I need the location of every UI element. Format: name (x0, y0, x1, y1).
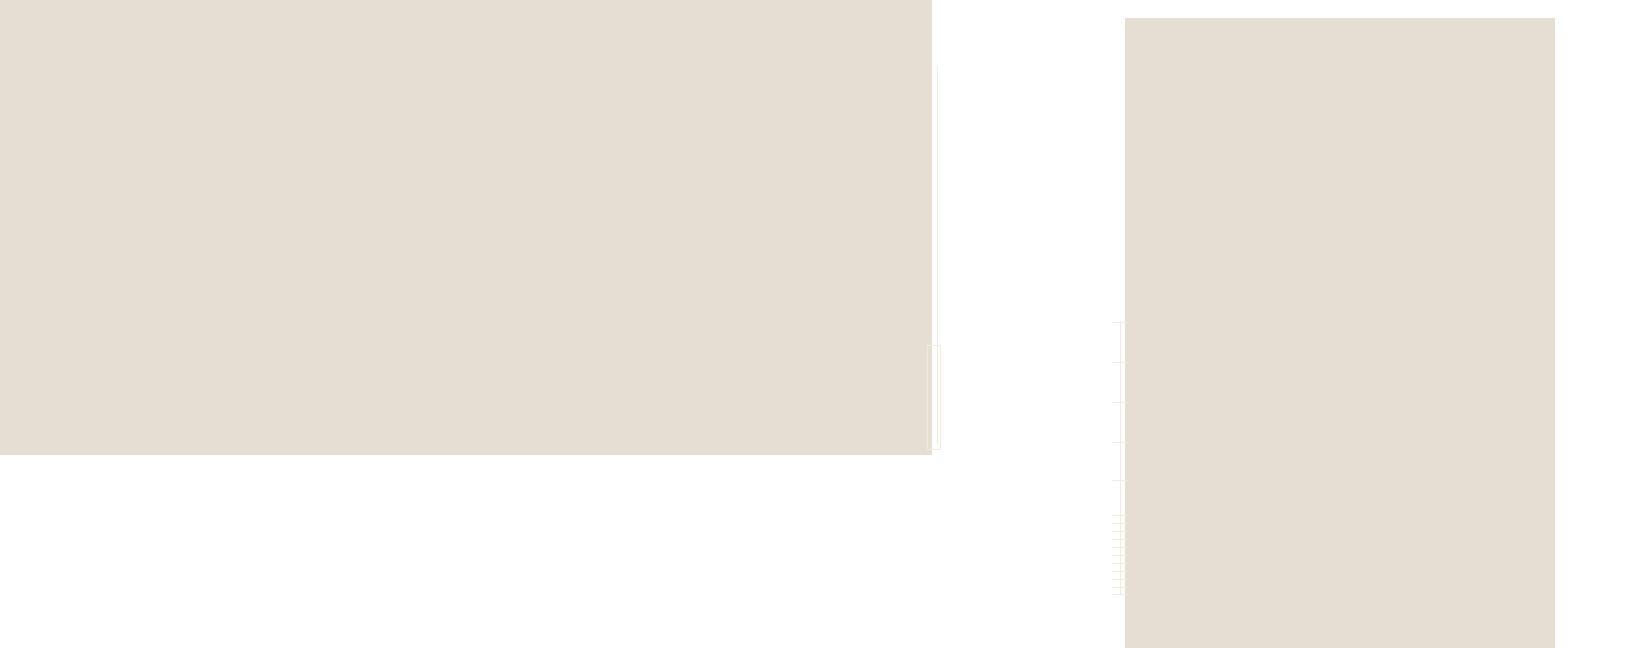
tick-mark (1112, 531, 1128, 532)
tick-mark (1112, 587, 1128, 588)
tick-mark (1112, 523, 1128, 524)
tick-mark (1112, 480, 1128, 481)
tick-mark (1112, 539, 1128, 540)
left-panel-edge-line (937, 65, 938, 445)
tick-mark (1112, 402, 1128, 403)
tick-mark (1112, 547, 1128, 548)
tick-mark (1112, 555, 1128, 556)
tick-mark (1112, 322, 1128, 323)
tick-mark (1112, 579, 1128, 580)
right-content-panel (1125, 18, 1555, 648)
tick-mark (1112, 442, 1128, 443)
left-content-panel (0, 0, 932, 455)
tick-mark (1112, 515, 1128, 516)
tick-mark (1112, 362, 1128, 363)
tick-mark (1112, 594, 1128, 595)
tick-mark (1112, 571, 1128, 572)
tick-mark (1112, 563, 1128, 564)
left-panel-corner-outline (927, 345, 941, 450)
tick-rail-line (1120, 322, 1121, 594)
